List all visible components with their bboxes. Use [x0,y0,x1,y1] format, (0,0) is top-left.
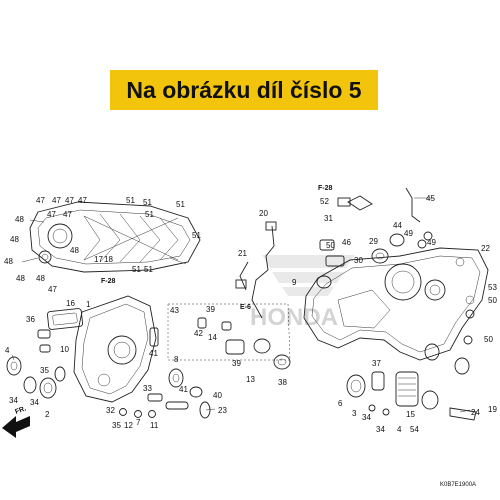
callout: 47 [52,196,61,205]
callout: 46 [342,238,351,247]
callout: 47 [65,196,74,205]
callout: 41 [179,385,188,394]
callout: 47 [47,210,56,219]
callout: 19 [488,405,497,414]
callout: 30 [354,256,363,265]
callout: 44 [393,221,402,230]
left-crankcase-cover [29,201,201,273]
ref-f28-top: F-28 [318,185,333,192]
callout: 3 [352,409,357,418]
wire-harness [235,221,277,319]
callout: 39 [232,359,241,368]
callout: 1 [86,300,91,309]
callout: 48 [36,274,45,283]
callout: 47 [63,210,72,219]
callout: 50 [488,296,497,305]
left-bearings [6,329,66,399]
callout: 13 [246,375,255,384]
callout: 21 [238,249,247,258]
callout-labels: 47 47 47 47 47 47 47 48 48 48 48 48 48 5… [4,194,497,434]
callout: 22 [481,244,490,253]
callout: 15 [406,410,415,419]
callout: 49 [427,238,436,247]
callout: 29 [369,237,378,246]
callout: 47 [48,285,57,294]
callout: 33 [143,384,152,393]
callout: 12 [124,421,133,430]
callout: 39 [206,305,215,314]
callout: 54 [410,425,419,434]
callout: 40 [213,391,222,400]
right-crankcase [303,247,489,361]
callout: 9 [292,278,297,287]
callout: 2 [45,410,50,419]
callout: 48 [10,235,19,244]
callout: 31 [324,214,333,223]
callout: 50 [326,241,335,250]
callout: 47 [78,196,87,205]
callout: 34 [9,396,18,405]
callout: 48 [70,246,79,255]
callout: 51 [126,196,135,205]
callout: 24 [471,408,480,417]
ref-f28-left: F-28 [101,278,116,285]
callout: 18 [104,255,113,264]
callout: 41 [149,349,158,358]
callout: 35 [40,366,49,375]
callout: 47 [36,196,45,205]
breather-hose-parts [316,187,475,345]
callout: 34 [376,425,385,434]
callout: 51 [145,210,154,219]
callout: 16 [66,299,75,308]
callout: 36 [26,315,35,324]
callout: 50 [484,335,493,344]
callout: 34 [362,413,371,422]
callout: 52 [320,197,329,206]
callout: 14 [208,333,217,342]
center-small-parts [119,303,291,419]
callout: 4 [5,346,10,355]
diagram-code: K0B7E1900A [440,482,476,488]
callout: 8 [174,355,179,364]
honda-wing-watermark: HONDA [250,255,355,331]
callout: 32 [106,406,115,415]
callout: 6 [338,399,343,408]
leader-lines [11,197,471,413]
callout: 34 [30,398,39,407]
front-ref-label: FR. [14,405,27,415]
callout: 51 [192,231,201,240]
callout: 42 [194,329,203,338]
gasket-part [46,308,84,330]
callout: 17 [94,255,103,264]
callout: 48 [4,257,13,266]
callout: 7 [136,418,141,427]
front-arrow-icon: FR. [2,405,30,438]
left-crankcase [73,295,157,403]
ref-e6: E-6 [240,304,251,311]
callout: 11 [150,421,159,430]
callout: 48 [16,274,25,283]
callout: 37 [372,359,381,368]
callout: 45 [426,194,435,203]
callout: 10 [60,345,69,354]
callout: 51 [132,265,141,274]
callout: 38 [278,378,287,387]
callout: 23 [218,406,227,415]
watermark-text: HONDA [250,304,338,331]
callout: 35 [112,421,121,430]
callout: 48 [15,215,24,224]
callout: 4 [397,425,402,434]
callout: 51 [176,200,185,209]
part-banner: Na obrázku díl číslo 5 [110,70,378,110]
callout: 43 [170,306,179,315]
oil-filter-parts [346,343,477,421]
callout: 49 [404,229,413,238]
callout: 20 [259,209,268,218]
callout: 51 [144,265,153,274]
callout: 51 [143,198,152,207]
callout: 53 [488,283,497,292]
